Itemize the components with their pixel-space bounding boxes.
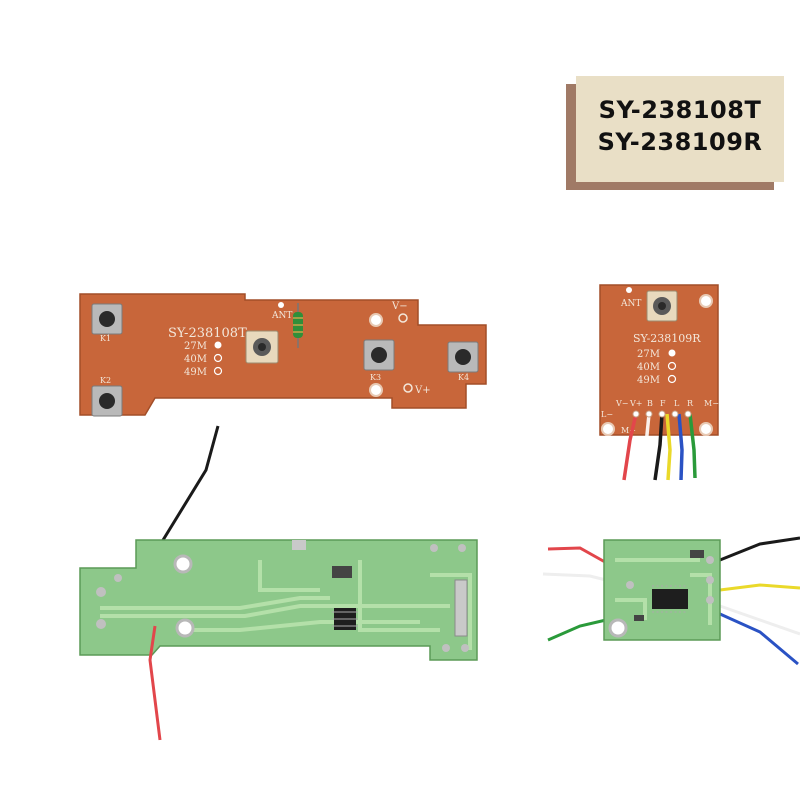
receiver-ant-label: ANT xyxy=(620,299,641,309)
model-label-line1: SY-238108T xyxy=(598,96,762,124)
receiver-ic xyxy=(652,585,688,613)
receiver-freq-27: 27M xyxy=(637,349,660,360)
pin-label-vminus: V− xyxy=(615,399,628,408)
switch-k4 xyxy=(447,341,479,373)
transmitter-vminus-label: V− xyxy=(391,301,408,312)
switch-k1 xyxy=(91,303,123,335)
transmitter-freq-40: 40M xyxy=(184,354,207,365)
pin-label-l: L xyxy=(674,399,680,408)
receiver-freq-49: 49M xyxy=(637,375,660,386)
transmitter-vplus-label: V+ xyxy=(414,385,431,396)
transmitter-freq-27: 27M xyxy=(184,341,207,352)
pin-label-lminus: L− xyxy=(601,410,613,419)
inductor xyxy=(293,303,303,348)
transmitter-board-front: SY-238108T 27M 40M 49M ANT V− V+ K1 K2 K… xyxy=(79,293,487,417)
receiver-wires xyxy=(622,413,697,481)
receiver-board-back xyxy=(542,536,800,666)
transmitter-freq-49: 49M xyxy=(184,367,207,378)
model-label: SY-238108T SY-238109R xyxy=(576,76,784,182)
switch-k2 xyxy=(91,385,123,417)
pin-label-mplus: M+ xyxy=(621,426,636,435)
pin-label-f: F xyxy=(660,399,666,408)
key-k4-label: K4 xyxy=(458,373,469,382)
transmitter-board-name: SY-238108T xyxy=(168,326,247,341)
pin-label-vplus: V+ xyxy=(629,399,642,408)
receiver-board-front: ANT SY-238109R 27M 40M 49M V− V+ B F L R… xyxy=(599,284,719,481)
power-wire-red xyxy=(148,625,162,741)
model-label-line2: SY-238109R xyxy=(597,128,763,156)
key-k2-label: K2 xyxy=(100,376,111,385)
pin-label-r: R xyxy=(687,399,694,408)
antenna-wire xyxy=(158,425,220,546)
transmitter-ant-label: ANT xyxy=(271,311,292,321)
key-k3-label: K3 xyxy=(370,373,381,382)
transmitter-board-back xyxy=(79,425,478,741)
receiver-tuning-coil xyxy=(646,290,678,322)
tuning-coil xyxy=(245,330,279,364)
key-k1-label: K1 xyxy=(100,334,111,343)
pin-label-b: B xyxy=(647,399,653,408)
receiver-freq-40: 40M xyxy=(637,362,660,373)
transmitter-ic xyxy=(332,608,358,630)
switch-k3 xyxy=(363,339,395,371)
pin-label-mminus: M− xyxy=(704,399,719,408)
receiver-board-name: SY-238109R xyxy=(633,332,701,345)
